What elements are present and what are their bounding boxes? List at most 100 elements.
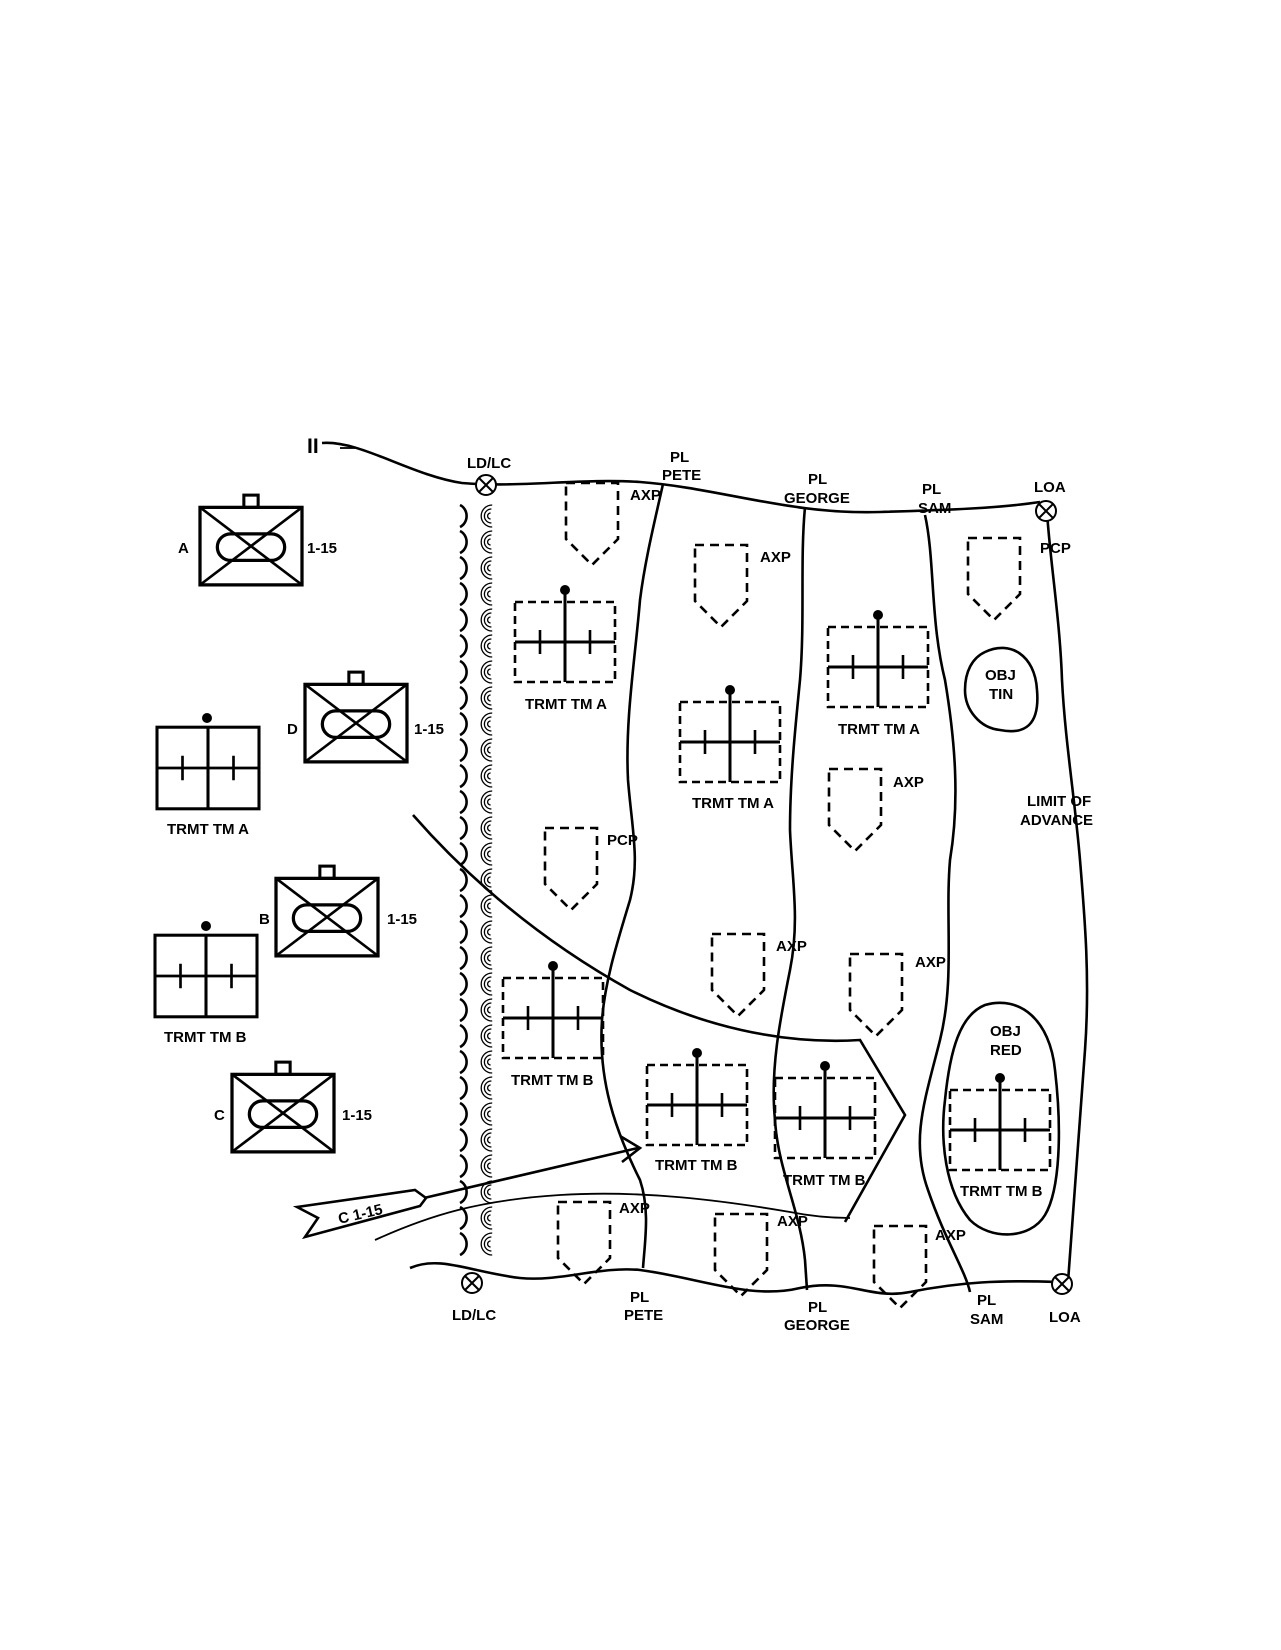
ld-arc-ring bbox=[480, 608, 493, 632]
pl-sam-top-pl: PL bbox=[922, 481, 941, 498]
pl-sam-bottom-name: SAM bbox=[970, 1311, 1003, 1328]
company-a-armor-icon bbox=[198, 493, 304, 587]
ld-arc-solid bbox=[459, 1179, 468, 1205]
attack-arrow-flag bbox=[292, 1188, 428, 1240]
axp-shield-2-icon bbox=[693, 543, 749, 629]
ld-arc-solid bbox=[459, 659, 468, 685]
ld-arc-ring bbox=[487, 1110, 491, 1118]
axp-label-5: AXP bbox=[915, 954, 946, 971]
company-c-designation: 1-15 bbox=[342, 1107, 372, 1124]
trmt-tm-b-3-label: TRMT TM B bbox=[783, 1172, 866, 1189]
ld-arc-ring bbox=[480, 712, 493, 736]
ldlc-top-label: LD/LC bbox=[467, 455, 511, 472]
axp-label-3: AXP bbox=[893, 774, 924, 791]
ld-arc-solid bbox=[459, 867, 468, 893]
ld-arc-solid bbox=[459, 503, 468, 529]
trmt-tm-a-2-label: TRMT TM A bbox=[692, 795, 774, 812]
trmt-tm-a-3-icon bbox=[826, 625, 930, 709]
ld-arc-ring bbox=[480, 686, 493, 710]
ld-arc-ring bbox=[487, 746, 491, 754]
pcp-shield-left-icon bbox=[543, 826, 599, 912]
trmt-tm-b-1-icon bbox=[501, 976, 605, 1060]
axp-shield-1-icon bbox=[564, 481, 620, 567]
axp-shield-3-icon bbox=[827, 767, 883, 853]
company-b-letter: B bbox=[259, 911, 270, 928]
axp-label-6: AXP bbox=[619, 1200, 650, 1217]
limit-of-advance-line2: ADVANCE bbox=[1020, 812, 1093, 829]
ld-arc-ring bbox=[483, 664, 492, 680]
attack-arrow: C 1-15 bbox=[292, 1134, 643, 1240]
trmt-tm-b-2-label: TRMT TM B bbox=[655, 1157, 738, 1174]
ld-arc-ring bbox=[483, 560, 492, 576]
loa-top-marker-icon bbox=[1035, 500, 1057, 522]
trmt-tm-a-solid-dot bbox=[202, 713, 212, 723]
ld-arc-ring bbox=[487, 1136, 491, 1144]
ld-arc-solid bbox=[459, 737, 468, 763]
ld-arc-solid bbox=[459, 1127, 468, 1153]
ld-arc-solid bbox=[459, 815, 468, 841]
ld-arc-ring bbox=[487, 1240, 491, 1248]
ld-arc-ring bbox=[483, 1054, 492, 1070]
trmt-tm-b-solid-label: TRMT TM B bbox=[164, 1029, 247, 1046]
pl-george-top-pl: PL bbox=[808, 471, 827, 488]
ld-arc-solid bbox=[459, 893, 468, 919]
ld-arc-ring bbox=[483, 1236, 492, 1252]
ld-arc-ring bbox=[487, 1084, 491, 1092]
pl-pete-line bbox=[600, 483, 665, 1269]
axp-label-1: AXP bbox=[630, 487, 661, 504]
trmt-tm-a-solid-icon bbox=[155, 725, 261, 811]
ld-arc-ring bbox=[480, 920, 493, 944]
ld-arc-ring bbox=[487, 1006, 491, 1014]
obj-tin-outline bbox=[963, 646, 1039, 733]
pl-george-bottom-pl: PL bbox=[808, 1299, 827, 1316]
ld-arc-ring bbox=[480, 1232, 493, 1256]
ld-arc-solid bbox=[459, 789, 468, 815]
ld-arc-ring bbox=[483, 1106, 492, 1122]
ld-arc-ring bbox=[487, 824, 491, 832]
company-d-letter: D bbox=[287, 721, 298, 738]
attack-arrow-label: C 1-15 bbox=[337, 1201, 385, 1228]
ld-arc-ring bbox=[487, 642, 491, 650]
trmt-tm-a-1-icon bbox=[513, 600, 617, 684]
ld-arc-ring bbox=[480, 1154, 493, 1178]
ld-arc-ring bbox=[480, 946, 493, 970]
ld-arc-solid bbox=[459, 1231, 468, 1257]
company-a-letter: A bbox=[178, 540, 189, 557]
ld-arc-ring bbox=[483, 1028, 492, 1044]
ld-arc-ring bbox=[487, 928, 491, 936]
ld-arc-solid bbox=[459, 633, 468, 659]
ld-arc-ring bbox=[487, 1214, 491, 1222]
ld-arc-ring bbox=[480, 998, 493, 1022]
ld-arc-solid bbox=[459, 919, 468, 945]
ld-arc-ring bbox=[487, 590, 491, 598]
trmt-tm-a-1-label: TRMT TM A bbox=[525, 696, 607, 713]
ld-arc-ring bbox=[487, 720, 491, 728]
ld-arc-ring bbox=[480, 660, 493, 684]
loa-line bbox=[1045, 511, 1089, 1283]
ld-arc-solid bbox=[459, 529, 468, 555]
pl-george-line bbox=[772, 506, 809, 1291]
ld-arc-ring bbox=[487, 850, 491, 858]
ld-arc-ring bbox=[483, 690, 492, 706]
boundary-lines bbox=[321, 441, 1089, 1296]
ld-arc-ring bbox=[483, 976, 492, 992]
trmt-tm-a-3-label: TRMT TM A bbox=[838, 721, 920, 738]
ld-arc-ring bbox=[483, 924, 492, 940]
ld-arc-ring bbox=[480, 1050, 493, 1074]
ld-arc-ring bbox=[480, 1206, 493, 1230]
obj-tin-obj: OBJ bbox=[985, 667, 1016, 684]
ld-arc-ring bbox=[483, 898, 492, 914]
ld-arc-ring bbox=[480, 582, 493, 606]
pl-pete-top-pl: PL bbox=[670, 449, 689, 466]
attack-lower-line bbox=[374, 1192, 851, 1241]
ld-arc-ring bbox=[487, 954, 491, 962]
ld-arc-solid bbox=[459, 607, 468, 633]
bottom-boundary bbox=[409, 1261, 1058, 1296]
obj-red-outline bbox=[941, 1001, 1061, 1236]
ld-arc-solid bbox=[459, 555, 468, 581]
ld-arc-solid bbox=[459, 971, 468, 997]
axp-shield-8-icon bbox=[872, 1224, 928, 1310]
ld-arc-ring bbox=[483, 612, 492, 628]
ld-arc-ring bbox=[487, 512, 491, 520]
